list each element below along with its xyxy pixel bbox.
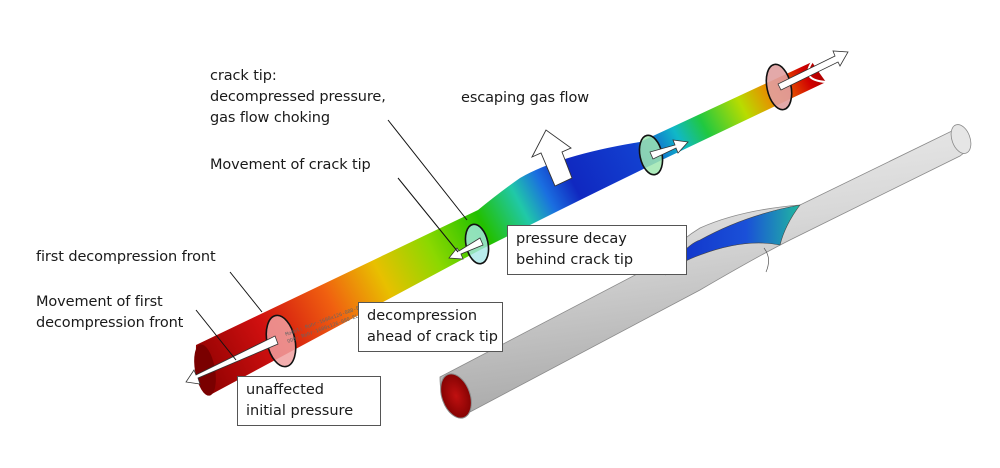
box-pressure-decay: pressure decay behind crack tip	[507, 225, 687, 275]
box-pressure-decay-line-2: behind crack tip	[516, 252, 634, 268]
label-first-decompression-front: first decompression front	[36, 249, 216, 265]
box-unaffected-initial-pressure: unaffected initial pressure	[237, 376, 381, 426]
label-crack-tip-line-1: crack tip:	[210, 68, 277, 84]
label-movement-first-front-line-1: Movement of first	[36, 294, 163, 310]
label-crack-tip-line-2: decompressed pressure,	[210, 89, 386, 105]
label-crack-tip-line-3: gas flow choking	[210, 110, 330, 126]
label-movement-first-front: Movement of first decompression front	[36, 292, 183, 334]
crack-tip-movement-arrow	[448, 237, 484, 260]
label-movement-crack-tip: Movement of crack tip	[210, 157, 371, 173]
leader-movement-first-front	[195, 309, 237, 361]
label-crack-tip: crack tip: decompressed pressure, gas fl…	[210, 66, 386, 129]
flow-arrow-right	[649, 139, 689, 160]
label-movement-first-front-line-2: decompression front	[36, 315, 184, 331]
leader-crack-tip	[387, 119, 468, 221]
opened-flap-blue	[664, 204, 801, 276]
label-escaping-gas-flow: escaping gas flow	[461, 90, 589, 106]
box-decompression-ahead: decompression ahead of crack tip	[358, 302, 503, 352]
grey-pipe-left-opening	[440, 373, 472, 419]
box-decompression-ahead-line-1: decompression	[367, 308, 478, 324]
leader-first-front	[229, 271, 263, 313]
box-unaffected-line-1: unaffected	[246, 382, 324, 398]
first-front-movement-arrow	[185, 335, 279, 385]
box-decompression-ahead-line-2: ahead of crack tip	[367, 329, 498, 345]
box-pressure-decay-line-1: pressure decay	[516, 231, 627, 247]
leader-movement-crack-tip	[397, 177, 459, 253]
escaping-gas-arrow	[531, 129, 573, 187]
grey-pipe-right-end	[950, 124, 972, 154]
deformed-pipe-grey	[439, 124, 972, 419]
outflow-arrow-right-end	[777, 50, 849, 91]
box-unaffected-line-2: initial pressure	[246, 403, 354, 419]
crack-seam	[763, 247, 769, 273]
